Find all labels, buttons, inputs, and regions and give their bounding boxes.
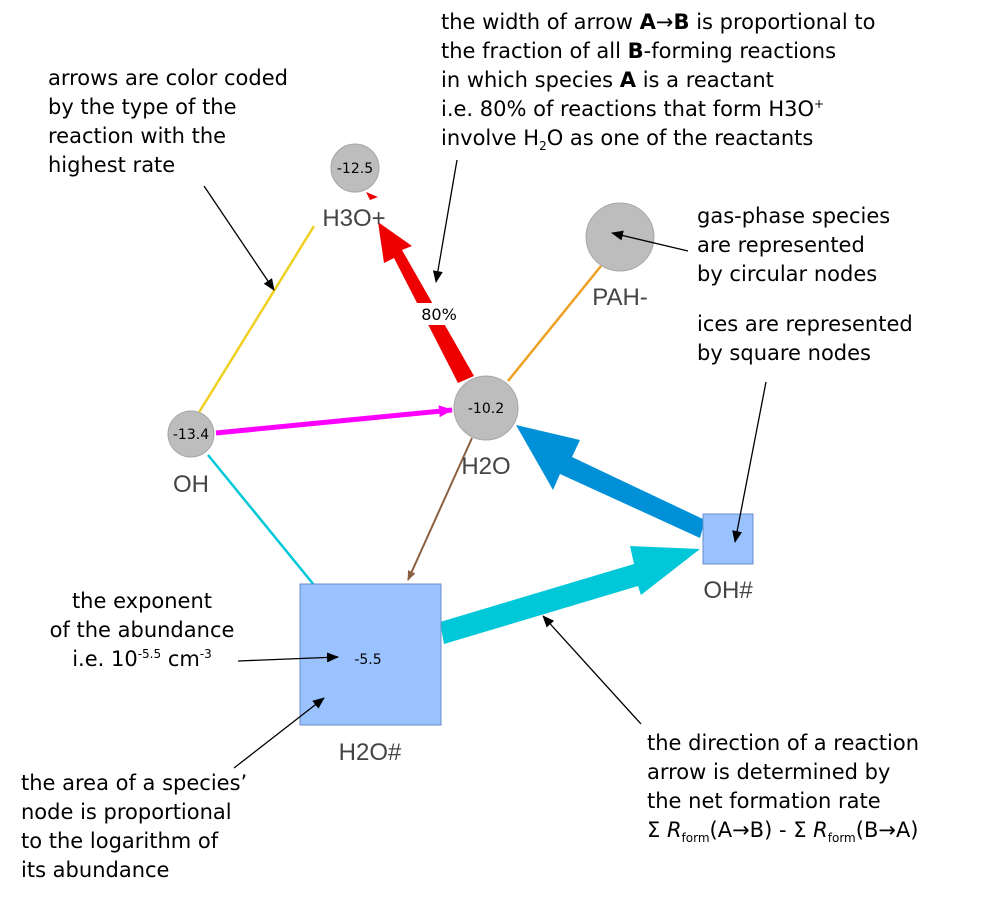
text: cm [161,647,200,671]
annotation-direction: the direction of a reaction arrow is det… [647,729,919,845]
text: the width of arrow [441,10,640,34]
annotation-line: node is proportional [21,800,232,824]
pointer-gas-phase [611,230,689,252]
text-bold: B [673,10,690,34]
text: (A→B) - Σ [709,818,814,842]
annotation-line: i.e. 10-5.5 cm-3 [36,645,248,674]
annotation-line: the net formation rate [647,789,881,813]
annotation-line: the area of a species’ [21,771,248,795]
annotation-line: gas-phase species [697,204,891,228]
node-oh-label: OH [173,471,209,498]
annotation-line: by the type of the [48,95,237,119]
annotation-line: by square nodes [697,341,871,365]
annotation-arrow-width: the width of arrow A→B is proportional t… [441,8,876,153]
text: i.e. 10 [72,647,138,671]
node-h2oice-value: -5.5 [354,652,381,668]
text: (B→A) [855,818,919,842]
annotation-line: its abundance [21,858,170,882]
annotation-line: are represented [697,233,865,257]
annotation-line: in which species A is a reactant [441,66,876,95]
subscript: form [681,831,710,846]
node-h3o-label: H3O+ [322,205,385,232]
node-h2o-value: -10.2 [468,401,504,417]
subscript: form [827,831,856,846]
node-h2oice-label: H2O# [339,739,402,766]
node-pah-circle[interactable] [585,202,655,272]
pointer-width [432,159,458,283]
text: involve H [441,126,540,150]
text-bold: A [639,10,656,34]
node-oh-value: -13.4 [173,427,209,443]
annotation-line: reaction with the [48,124,227,148]
pointer-ices [732,381,767,543]
text-italic: R [813,818,828,842]
annotation-line: the direction of a reaction [647,731,920,755]
annotation-line: the width of arrow A→B is proportional t… [441,8,876,37]
superscript: -3 [199,647,212,661]
annotation-area: the area of a species’ node is proportio… [21,769,247,885]
pointer-direction [542,615,642,725]
text: -forming reactions [643,39,837,63]
superscript: + [814,97,825,111]
text-italic: R [666,818,682,842]
arrow-ohice-h2o [516,425,705,538]
annotation-line: ices are represented [697,312,913,336]
text: Σ [647,818,667,842]
arrow-h2o-h3o [378,222,474,383]
annotation-gas-phase: gas-phase species are represented by cir… [697,202,890,289]
annotation-formula: Σ Rform(A→B) - Σ Rform(B→A) [647,816,919,845]
arrow-h3o-tip [366,192,378,200]
pointer-color-coded [203,185,275,291]
annotation-line: to the logarithm of [21,829,219,853]
annotation-line: the exponent [71,589,213,613]
text: i.e. 80% of reactions that form H3O [441,97,815,121]
arrow-label-bg [415,303,463,325]
subscript: 2 [539,139,547,154]
annotation-line: of the abundance [49,618,235,642]
node-h2o-label: H2O [461,453,510,480]
node-oh-circle[interactable] [167,410,215,458]
annotation-line: i.e. 80% of reactions that form H3O+ [441,95,876,124]
edge-h2o-pah [507,265,602,382]
pointer-exponent [237,652,339,663]
annotation-line: by circular nodes [697,262,878,286]
arrow-percentage-label: 80% [421,305,457,324]
edge-h2oice-oh [207,454,315,586]
text: is proportional to [689,10,876,34]
node-h3o-value: -12.5 [337,161,373,177]
annotation-line: highest rate [48,153,176,177]
pointer-area [233,697,325,769]
node-pah-label: PAH- [592,284,648,311]
edge-h2o-h2oice [407,437,473,581]
arrow-h2oice-ohice [440,546,700,644]
node-ohice-square[interactable] [702,513,754,565]
text-bold: A [619,68,637,92]
annotation-exponent: the exponent of the abundance i.e. 10-5.… [36,587,248,674]
text: is a reactant [636,68,774,92]
text: the fraction of all [441,39,628,63]
node-h2o-circle[interactable] [453,375,519,441]
text: → [655,10,674,34]
annotation-line: involve H2O as one of the reactants [441,124,876,153]
annotation-line: the fraction of all B-forming reactions [441,37,876,66]
text: O as one of the reactants [546,126,814,150]
arrow-oh-h2o [215,405,453,436]
text-bold: B [627,39,644,63]
node-ohice-label: OH# [703,577,753,604]
annotation-line: arrows are color coded [48,66,288,90]
node-h3o-circle[interactable] [330,143,380,193]
annotation-line: arrow is determined by [647,760,891,784]
superscript: -5.5 [137,647,162,661]
text: in which species [441,68,620,92]
annotation-color-coded: arrows are color coded by the type of th… [48,64,288,180]
annotation-ices: ices are represented by square nodes [697,310,913,368]
edge-oh-h3o [196,225,316,415]
